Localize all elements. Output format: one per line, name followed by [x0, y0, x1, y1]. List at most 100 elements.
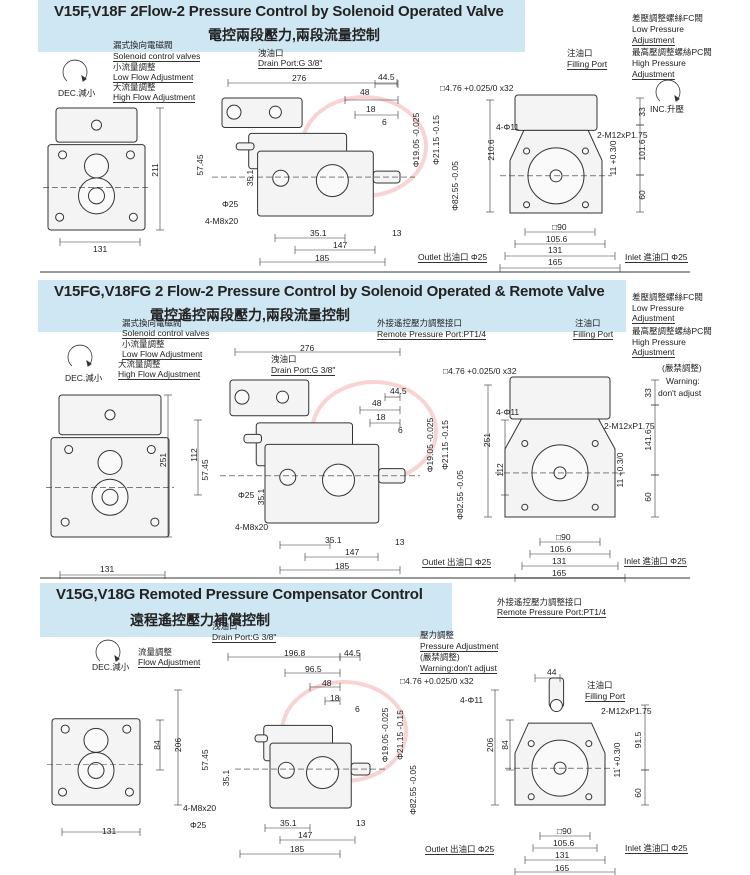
dimension-label: 35.1: [256, 488, 266, 506]
outlet-flange: [272, 169, 290, 187]
bolt-hole: [150, 517, 160, 527]
section-1-title-en: V15F,V18F 2Flow-2 Pressure Control by So…: [54, 3, 504, 20]
bolt-hole: [125, 150, 135, 160]
dimension-label: □90: [552, 222, 567, 232]
dimension-label: 57.45: [200, 749, 210, 771]
dimension-label: 84: [500, 740, 510, 750]
solenoid-valve-side: [229, 379, 310, 417]
dimension-label: Low Pressure: [632, 24, 684, 34]
dimension-label: 131: [93, 244, 108, 254]
dimension-label: 33: [643, 388, 653, 398]
dimension-label: Drain Port:G 3/8": [271, 365, 336, 376]
dimension-label: Φ25: [222, 199, 239, 209]
dimension-label: Filling Port: [573, 329, 614, 340]
dimension-label: Φ19.05 -0.025: [425, 417, 435, 473]
bolt-hole: [527, 740, 535, 748]
dimension-label: Φ19.05 -0.025: [411, 112, 421, 168]
dimension-label: 差壓調整螺絲FC閥: [632, 292, 703, 302]
outlet-port: [88, 187, 105, 205]
dimension-label: 131: [552, 556, 567, 566]
section-1-title-zh: 電控兩段壓力,兩段流量控制: [208, 27, 380, 43]
dimension-label: 注油口: [587, 680, 613, 690]
dimension-label: Φ25: [190, 820, 207, 830]
dimension-label: 101.6: [637, 139, 647, 161]
bolt-hole: [55, 212, 65, 222]
rotation-dec-icon: [114, 654, 120, 662]
section-2-title: V15FG,V18FG 2 Flow-2 Pressure Control by…: [38, 280, 626, 332]
dimension-label: 48: [322, 678, 332, 688]
dimension-label: High Pressure: [632, 337, 686, 347]
dimension-label: 4-M8x20: [235, 522, 269, 532]
bolt-hole: [146, 445, 156, 455]
rotation-dec-icon: [86, 359, 92, 367]
dimension-label: Pressure Adjustment: [420, 641, 499, 652]
dimension-label: Φ21.15 -0.15: [395, 710, 405, 760]
dimension-label: 185: [315, 253, 330, 263]
bolt-hole: [527, 793, 535, 801]
dimension-label: Adjustment: [632, 313, 675, 324]
dimension-label: 小流量調整: [113, 62, 156, 72]
section-2-title-en: V15FG,V18FG 2 Flow-2 Pressure Control by…: [54, 283, 605, 300]
outlet-port: [101, 488, 119, 506]
section-1-title: V15F,V18F 2Flow-2 Pressure Control by So…: [38, 0, 525, 52]
inlet-flange: [315, 164, 349, 198]
dimension-label: 2-M12xP1.75: [597, 130, 648, 140]
dimension-label: 44.5: [390, 386, 407, 396]
solenoid-nut: [276, 390, 289, 404]
dimension-label: □4.76 +0.025/0 x32: [443, 366, 517, 376]
dimension-label: 13: [356, 818, 366, 828]
dimension-label: Low Pressure: [632, 303, 684, 313]
section-separator: [40, 577, 690, 579]
dimension-label: 35.1: [245, 169, 255, 187]
dimension-label: 外接遙控壓力調整接口: [497, 597, 583, 607]
dimension-label: Outlet 出油口 Φ25: [425, 844, 495, 855]
dimension-label: 60: [643, 492, 653, 502]
rotation-dec-icon: [95, 639, 121, 662]
bolt-hole: [585, 740, 593, 748]
dimension-label: 112: [189, 448, 199, 462]
dimension-label: 13: [392, 228, 402, 238]
dimension-label: Φ21.15 -0.15: [431, 115, 441, 165]
dimension-label: 48: [372, 398, 382, 408]
dimension-label: 35.1: [221, 769, 231, 787]
dimension-label: 4-M8x20: [183, 803, 217, 813]
bolt-hole: [521, 503, 529, 511]
dimension-label: 147: [333, 240, 348, 250]
dimension-label: 大流量調整: [113, 82, 156, 92]
bolt-hole: [523, 147, 531, 155]
dimension-label: 洩油口: [212, 621, 238, 631]
dimension-label: 35.1: [310, 228, 327, 238]
dimension-label: 11 +0.3/0: [608, 140, 618, 176]
dimension-label: 4-Φ11: [496, 122, 520, 132]
pressure-adjust: [549, 699, 563, 713]
dimension-label: Φ25: [238, 490, 255, 500]
dimension-label: 小流量調整: [122, 339, 165, 349]
dimension-label: 漏式換向電磁閥: [113, 40, 173, 50]
dimension-label: 大流量調整: [118, 359, 161, 369]
dimension-label: 131: [555, 850, 570, 860]
dimension-label: Adjustment: [632, 35, 675, 46]
dimension-label: 60: [633, 788, 643, 798]
dimension-label: don't adjust: [658, 388, 702, 398]
dimension-label: 4-Φ11: [496, 407, 520, 417]
dimension-label: 165: [555, 863, 570, 873]
dimension-label: Flow Adjustment: [138, 657, 201, 668]
dimension-label: 276: [300, 343, 315, 353]
dimension-label: Adjustment: [632, 69, 675, 80]
dimension-label: Inlet 進油口 Φ25: [624, 556, 687, 567]
dimension-label: 211: [150, 163, 160, 177]
solenoid-nut: [268, 105, 282, 119]
outlet-flange: [279, 468, 297, 486]
dimension-label: 251: [158, 452, 168, 468]
dimension-label: 105.6: [546, 234, 568, 244]
dimension-label: Inlet 進油口 Φ25: [625, 843, 688, 854]
dimension-label: 11 +0.3/0: [612, 742, 622, 778]
dimension-label: 6: [382, 117, 387, 127]
adjust-port: [97, 449, 123, 475]
section-separator: [40, 271, 690, 273]
flow-adjust-screw: [254, 734, 268, 743]
rotation-dec-icon: [62, 59, 88, 82]
dimension-label: 206: [485, 737, 495, 753]
